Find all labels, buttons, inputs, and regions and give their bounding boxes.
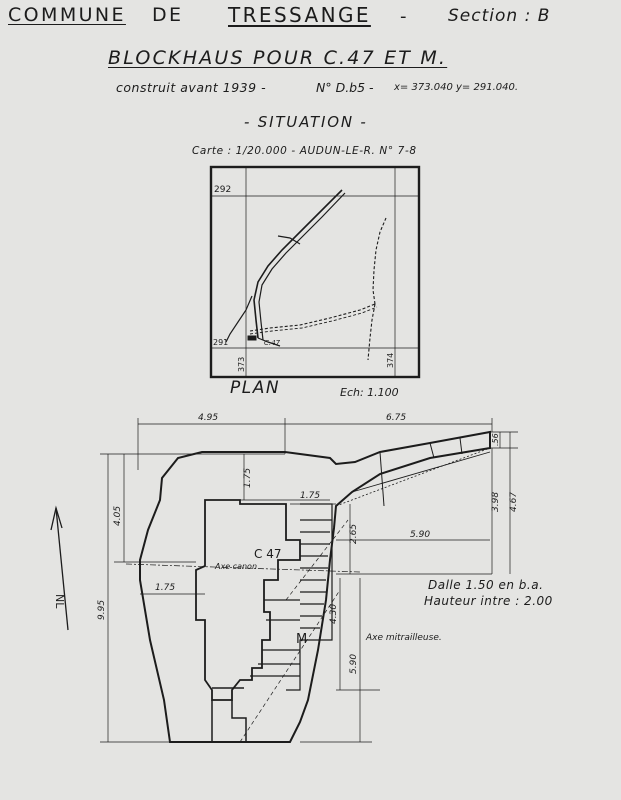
- blockhaus-entrance: [211, 687, 247, 742]
- axe-mitrailleuse-line: [239, 589, 341, 743]
- dim-398: 3.98: [491, 492, 501, 512]
- map-label-373: 373: [237, 357, 246, 372]
- map-road-c: [225, 295, 253, 343]
- commune-name: TRESSANGE: [228, 3, 371, 27]
- north-label: NL: [53, 594, 66, 609]
- map-road-d: [257, 337, 281, 347]
- map-blockhaus-marker: [247, 335, 257, 341]
- commune-de: DE: [152, 4, 184, 26]
- dim-495: 4.95: [198, 413, 218, 423]
- dim-467: 4.67: [509, 492, 519, 512]
- plan-scale: Ech: 1.100: [340, 386, 399, 399]
- axe-mitrailleuse-line-b: [285, 519, 349, 601]
- page-title: BLOCKHAUS POUR C.47 ET M.: [108, 47, 448, 69]
- c47-label: C 47: [254, 547, 281, 561]
- coordinates: x= 373.040 y= 291.040.: [394, 82, 519, 93]
- map-path-b: [249, 306, 378, 335]
- m-label: M: [296, 632, 307, 647]
- dalle-note: Dalle 1.50 en b.a.: [428, 578, 544, 592]
- axe-canon-line: [125, 563, 361, 573]
- dim-175-left: 1.75: [155, 583, 175, 593]
- map-road-a: [253, 189, 343, 339]
- dim-265: 2.65: [349, 524, 359, 544]
- dim-175-top: 1.75: [243, 468, 253, 488]
- situation-heading: - SITUATION -: [244, 113, 368, 131]
- embrasure-line-e: [335, 447, 491, 507]
- north-arrow-head: [50, 505, 63, 531]
- blockhaus-outer-wall: [139, 430, 491, 743]
- dim-430: 4.30: [329, 604, 339, 624]
- embrasure-line-c: [459, 437, 463, 455]
- map-road-branch: [277, 235, 301, 245]
- plan-title: PLAN: [230, 378, 281, 398]
- construction-date: construit avant 1939 -: [116, 80, 267, 95]
- axe-canon-label: Axe canon: [214, 562, 257, 571]
- dim-590v: 5.90: [349, 654, 359, 674]
- dim-405: 4.05: [113, 506, 123, 526]
- map-path-a: [249, 303, 376, 332]
- map-frame: [209, 165, 421, 379]
- embrasure-line-b: [429, 442, 435, 459]
- reference-number: N° D.b5 -: [316, 80, 374, 95]
- blockhaus-inner-room: [195, 499, 301, 701]
- dim-175-mid: 1.75: [300, 491, 320, 501]
- map-label-291: 291: [213, 338, 228, 347]
- map-path-d: [367, 303, 376, 361]
- commune-label: COMMUNE: [8, 4, 126, 26]
- blockhaus-stairs: [250, 503, 333, 691]
- dim-995: 9.95: [97, 600, 107, 620]
- hauteur-note: Hauteur intre : 2.00: [424, 594, 553, 608]
- section-label: Section : B: [448, 6, 551, 26]
- map-reference: Carte : 1/20.000 - AUDUN-LE-R. N° 7-8: [192, 145, 417, 157]
- map-path-c: [372, 217, 387, 305]
- dim-675: 6.75: [386, 413, 406, 423]
- map-label-292: 292: [214, 185, 231, 195]
- map-road-b: [258, 192, 346, 341]
- embrasure-line-d: [351, 451, 491, 493]
- map-label-374: 374: [386, 353, 395, 368]
- north-arrow-line: [55, 507, 69, 631]
- embrasure-line-a: [379, 451, 385, 507]
- axe-mitrailleuse-label: Axe mitrailleuse.: [365, 633, 442, 643]
- header-dash: -: [400, 6, 407, 27]
- map-label-c47: C.47: [264, 339, 281, 347]
- dim-56: .56: [491, 433, 500, 446]
- dimension-lines: [100, 418, 518, 743]
- dim-590h: 5.90: [410, 530, 430, 540]
